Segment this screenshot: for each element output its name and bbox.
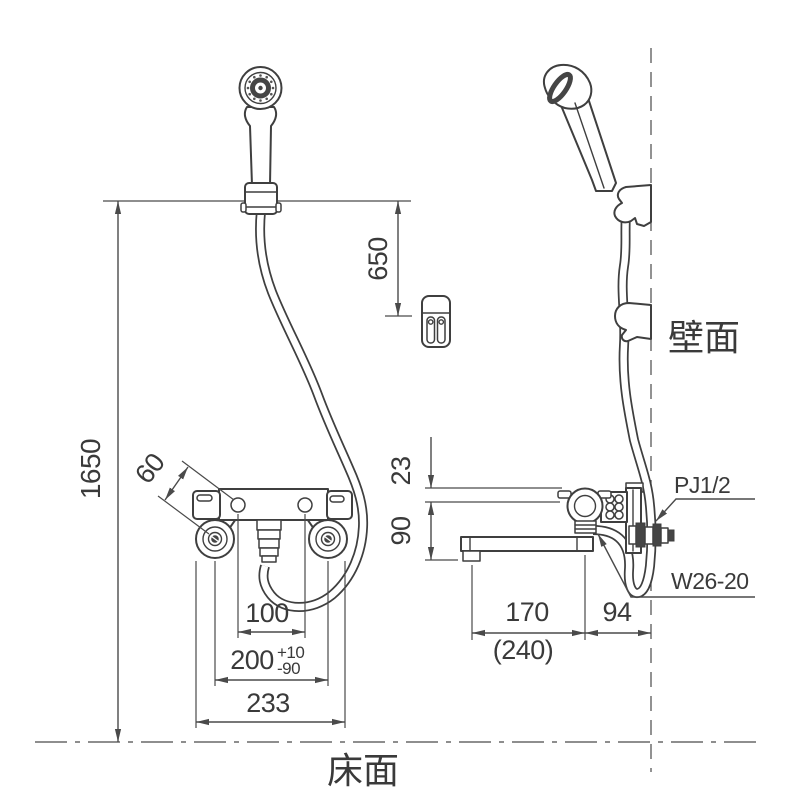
right-flange: [308, 519, 348, 559]
dim-overall-width: 233: [246, 688, 290, 718]
wall-thread-label: PJ1/2: [674, 472, 730, 498]
wall-nipple: [628, 522, 675, 548]
dim-mount-pitch: 200: [230, 645, 274, 675]
front-view: [192, 66, 369, 612]
dim-hook-drop: 650: [363, 237, 393, 281]
hanger-hook-part: [421, 295, 451, 348]
wall-hook-upper-side: [613, 184, 652, 227]
hose-thread-label: W26-20: [671, 568, 749, 594]
left-flange: [195, 519, 235, 559]
shower-head-front: [238, 66, 283, 186]
shower-head-side: [543, 63, 617, 192]
dim-total-height: 1650: [75, 439, 106, 499]
shower-hose-side: [592, 190, 657, 598]
spout-side: [460, 536, 594, 552]
dim-spout-reach-alt: (240): [493, 635, 554, 665]
wall-hook-lower-side: [614, 302, 652, 343]
hose-outlet-side: [574, 520, 597, 534]
wall-thread-callout: PJ1/2: [655, 472, 755, 522]
shower-hose-front: [255, 210, 369, 612]
shower-holder-front: [240, 182, 282, 215]
floor-surface-label: 床面: [327, 750, 399, 791]
dim-spout-reach: 170: [505, 597, 549, 627]
dim-mount-pitch-tol-minus: -90: [277, 659, 300, 678]
hose-thread-callout: W26-20: [597, 533, 755, 598]
dimensions: 1650 650 60 100 200 +10 -90 233 23: [75, 201, 755, 742]
faucet-side: [460, 482, 675, 562]
wall-surface-label: 壁面: [668, 317, 740, 358]
dim-body-top-offset: 23: [386, 456, 416, 485]
faucet-front: [192, 488, 353, 563]
hose-outlet-front: [256, 519, 282, 563]
dim-wall-clearance: 94: [602, 597, 632, 627]
dim-leg-length: 60: [129, 448, 171, 489]
dim-spout-drop: 90: [386, 516, 416, 545]
side-view: [460, 63, 675, 598]
dim-mount-pitch-tol-plus: +10: [277, 643, 304, 662]
dim-outlet-pitch: 100: [245, 598, 289, 628]
